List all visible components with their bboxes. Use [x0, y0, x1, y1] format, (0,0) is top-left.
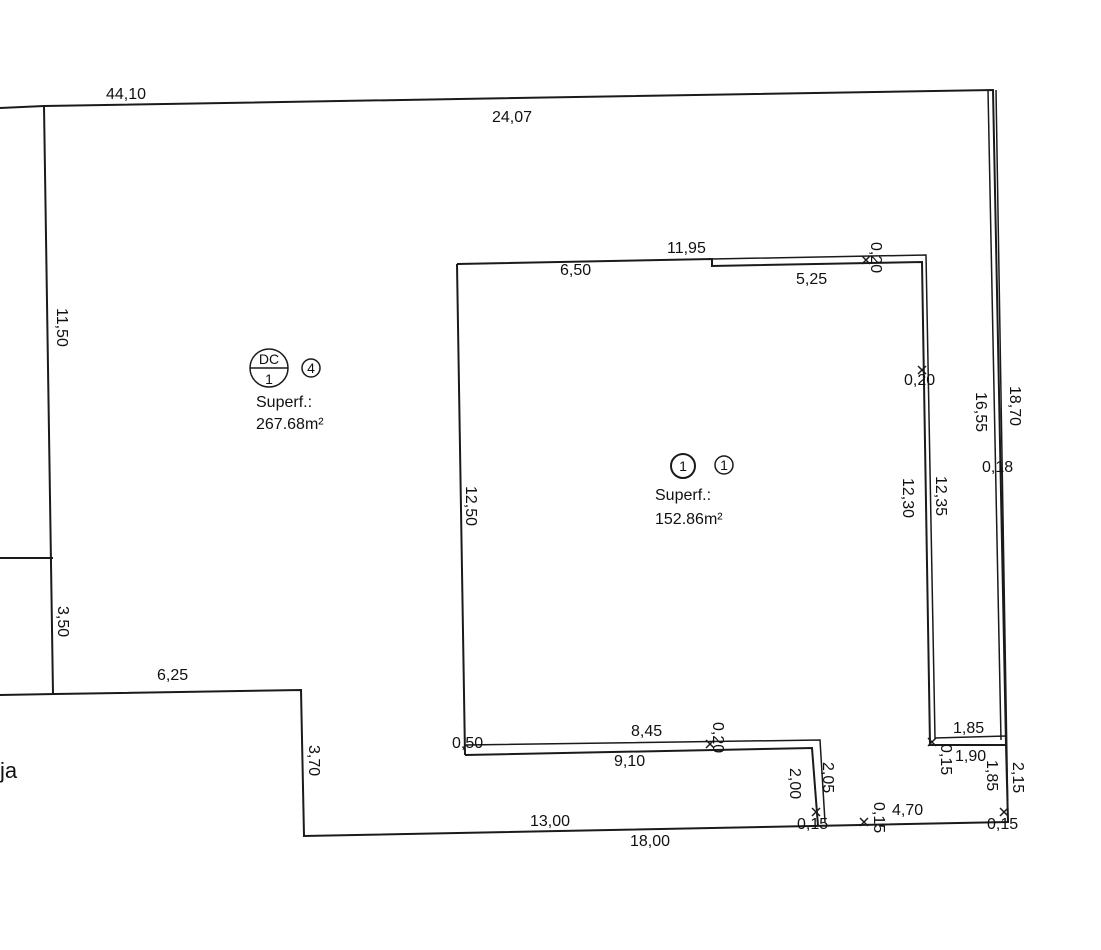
dim-4-70: 4,70: [892, 802, 923, 819]
dim-0-20-bottom: 0,20: [709, 722, 726, 753]
building-symbol-number: 1: [679, 458, 687, 474]
building-surface-value: 152.86m²: [655, 511, 723, 528]
dim-9-10: 9,10: [614, 753, 645, 770]
dim-5-25: 5,25: [796, 271, 827, 288]
right-wall-inner-line: [987, 89, 1002, 741]
dim-11-50: 11,50: [53, 308, 70, 347]
dim-13-00: 13,00: [530, 813, 570, 830]
building-bottom-wall: [464, 746, 819, 827]
dim-0-18: 0,18: [982, 459, 1013, 476]
dim-0-15-a: 0,15: [937, 744, 954, 775]
dc-plot-symbol: DC 1 4: [249, 348, 321, 388]
dim-0-15-c: 0,15: [870, 802, 887, 833]
dim-16-55: 16,55: [972, 392, 989, 432]
dim-12-35: 12,35: [932, 476, 949, 516]
dim-0-15-b: 0,15: [797, 816, 828, 833]
dim-3-50: 3,50: [54, 606, 71, 637]
building-circle-icon: [670, 453, 696, 479]
dc-number-circle-icon: [301, 358, 321, 378]
dim-18-70: 18,70: [1006, 386, 1023, 426]
side-text: ja: [0, 758, 18, 783]
dim-6-50: 6,50: [560, 262, 591, 279]
dc-symbol-top: DC: [259, 351, 279, 367]
dim-0-20-right: 0,20: [904, 372, 935, 389]
dim-12-30: 12,30: [899, 478, 916, 518]
dim-0-50: 0,50: [452, 735, 483, 752]
dc-surface-label: Superf.:: [256, 394, 312, 411]
dim-8-45: 8,45: [631, 723, 662, 740]
building-bottom-wall-inner: [464, 739, 826, 823]
dc-plot-number: 4: [307, 360, 315, 376]
building-outline: [456, 257, 1006, 746]
tick-marks: [705, 255, 1009, 827]
dim-0-15-d: 0,15: [987, 816, 1018, 833]
right-wall-outer-line: [995, 89, 1009, 823]
dim-0-20-top: 0,20: [867, 242, 884, 273]
dim-18-00: 18,00: [630, 833, 670, 850]
dim-1-85-top: 1,85: [953, 720, 984, 737]
building-plot-number: 1: [720, 457, 728, 473]
building-inner-wall-right: [711, 254, 1007, 739]
dim-24-07: 24,07: [492, 109, 532, 126]
dim-2-05: 2,05: [819, 762, 836, 793]
dim-3-70: 3,70: [305, 745, 322, 776]
building-number-circle-icon: [714, 455, 734, 475]
dim-11-95: 11,95: [667, 240, 706, 257]
parcel-boundary: [0, 88, 1010, 838]
dim-1-85-side: 1,85: [983, 760, 1000, 791]
dim-2-00: 2,00: [786, 768, 803, 799]
building-left-wall: [456, 263, 466, 756]
dim-6-25: 6,25: [157, 667, 188, 684]
dim-1-90: 1,90: [955, 748, 986, 765]
building-surface-label: Superf.:: [655, 487, 711, 504]
dc-surface-value: 267.68m²: [256, 416, 324, 433]
dc-symbol-bottom: 1: [265, 371, 273, 387]
dim-44-10: 44,10: [106, 86, 146, 103]
dim-12-50: 12,50: [462, 486, 479, 526]
parcel-left-edge: [43, 105, 54, 695]
dim-2-15: 2,15: [1009, 762, 1026, 793]
building-symbol: 1 1: [670, 453, 734, 479]
